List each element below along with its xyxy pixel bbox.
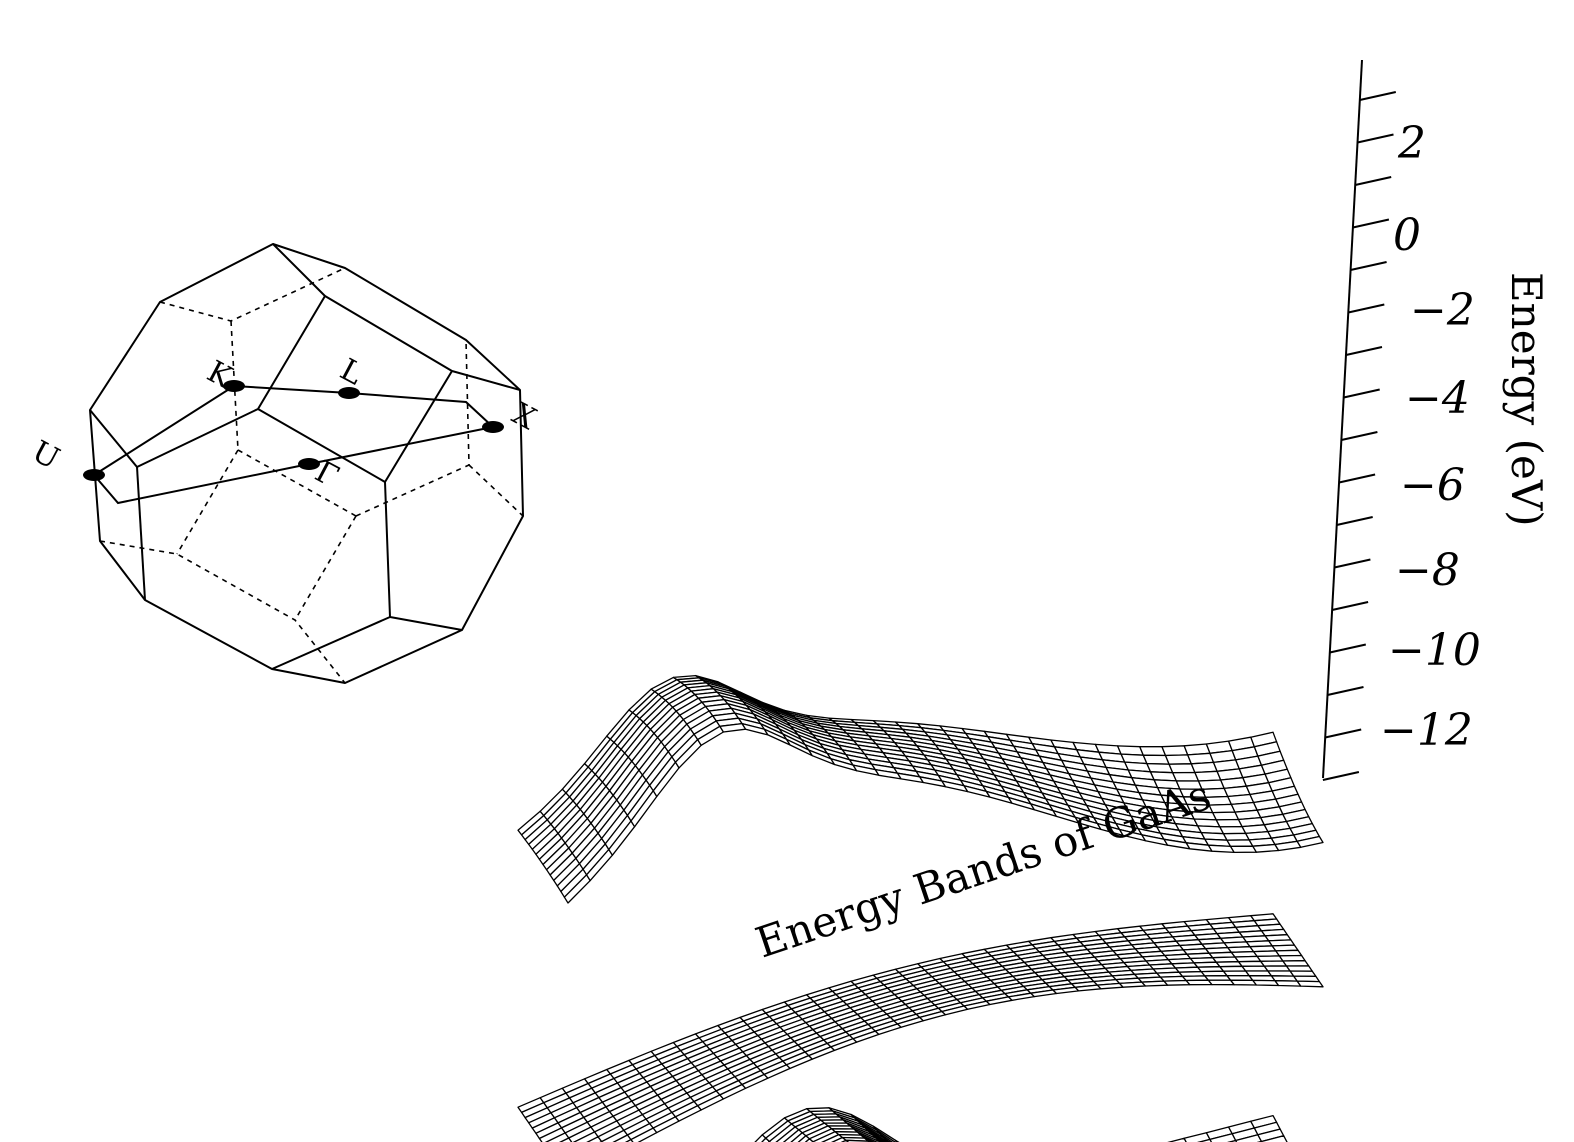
k-point-K: K <box>201 354 245 396</box>
brillouin-zone-diagram: K L X U Γ <box>26 243 542 684</box>
energy-tick <box>1341 431 1378 441</box>
svg-text:L: L <box>334 352 368 392</box>
tick-label-neg8: −8 <box>1395 545 1460 596</box>
hidden-edges <box>99 267 524 684</box>
energy-ticks <box>1322 91 1397 781</box>
energy-tick <box>1352 218 1390 229</box>
tick-label-2: 2 <box>1397 118 1426 169</box>
band-surface-4 <box>517 674 1324 904</box>
energy-tick <box>1354 176 1392 186</box>
tick-label-neg6: −6 <box>1400 460 1465 511</box>
tick-label-neg4: −4 <box>1405 373 1470 424</box>
svg-text:X: X <box>506 396 542 437</box>
energy-axis: 2 0 −2 −4 −6 −8 −10 −12 Energy (eV) <box>1322 59 1551 781</box>
energy-tick <box>1348 303 1385 314</box>
energy-tick <box>1338 473 1376 484</box>
energy-tick <box>1331 601 1369 611</box>
energy-tick <box>1327 686 1364 696</box>
energy-tick <box>1336 516 1373 526</box>
band-surfaces <box>517 674 1324 1142</box>
tick-label-neg12: −12 <box>1380 705 1473 756</box>
energy-tick <box>1343 388 1380 399</box>
energy-tick <box>1322 771 1360 781</box>
band-surface-2 <box>754 1107 1288 1142</box>
energy-tick <box>1350 261 1387 271</box>
svg-text:U: U <box>26 434 65 477</box>
band-surface-3 <box>517 913 1324 1142</box>
tick-label-neg10: −10 <box>1388 625 1481 676</box>
tick-label-0: 0 <box>1393 210 1421 261</box>
energy-tick <box>1334 558 1371 569</box>
k-point-X: X <box>482 396 542 437</box>
k-point-gamma: Γ <box>298 454 344 495</box>
tick-label-neg2: −2 <box>1410 285 1475 336</box>
energy-axis-label: Energy (eV) <box>1502 272 1551 527</box>
visible-edges <box>89 243 524 684</box>
energy-tick <box>1345 346 1383 356</box>
k-point-L: L <box>334 352 368 399</box>
energy-tick <box>1324 728 1362 739</box>
energy-tick <box>1329 643 1367 654</box>
energy-tick <box>1357 133 1394 144</box>
energy-tick <box>1359 91 1397 101</box>
